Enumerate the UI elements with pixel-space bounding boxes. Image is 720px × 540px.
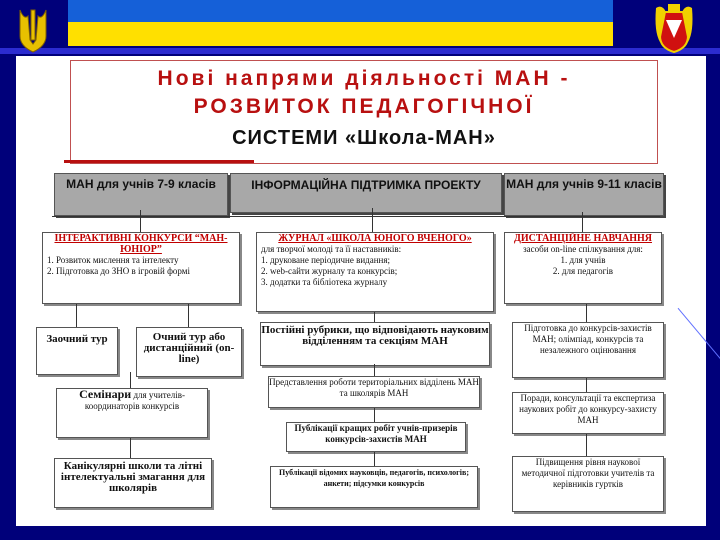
journal-box: ЖУРНАЛ «ШКОЛА ЮНОГО ВЧЕНОГО» для творчої…	[256, 232, 494, 312]
title-underline	[64, 160, 254, 163]
presentation-box: Представлення роботи територіальних відд…	[268, 376, 480, 408]
journal-item: 3. додатки та бібліотека журналу	[261, 277, 388, 287]
contests-item: 1. Розвиток мислення та інтелекту	[47, 255, 179, 265]
distance-item: 2. для педагогів	[552, 266, 614, 276]
connector-top	[52, 216, 660, 217]
journal-item: 2. web-сайти журналу та конкурсів;	[261, 266, 398, 276]
header-stripe	[0, 48, 720, 54]
title-line-3: СИСТЕМИ «Школа-МАН»	[232, 127, 496, 149]
distance-item: 1. для учнів	[560, 255, 606, 265]
connector	[586, 304, 587, 322]
rubrics-box: Постійні рубрики, що відповідають науков…	[260, 322, 490, 366]
connector	[374, 452, 375, 466]
connector	[140, 210, 141, 232]
contests-box: ІНТЕРАКТИВНІ КОНКУРСИ “МАН-ЮНІОР” 1. Роз…	[42, 232, 240, 304]
connector	[374, 364, 375, 376]
header-left: МАН для учнів 7-9 класів	[54, 173, 228, 216]
connector	[586, 378, 587, 392]
connector	[130, 372, 131, 388]
title-box: Нові напрями діяльності МАН - РОЗВИТОК П…	[70, 60, 658, 164]
seminars-text: для учителів-координаторів конкурсів	[84, 390, 185, 411]
connector	[130, 438, 131, 458]
connector	[582, 212, 583, 232]
scientists-box: Публікації відомих науковців, педагогів,…	[270, 466, 478, 508]
journal-intro: для творчої молоді та її наставників:	[261, 244, 402, 254]
contests-item: 2. Підготовка до ЗНО в ігровій формі	[47, 266, 190, 276]
title-line-2: РОЗВИТОК ПЕДАГОГІЧНОЇ	[193, 95, 535, 118]
journal-title: ЖУРНАЛ «ШКОЛА ЮНОГО ВЧЕНОГО»	[278, 233, 472, 244]
connector	[188, 304, 189, 327]
publication-box: Публікації кращих робіт учнів-призерів к…	[286, 422, 466, 452]
distance-box: ДИСТАНЦІЙНЕ НАВЧАННЯ засоби on-line спіл…	[504, 232, 662, 304]
journal-item: 1. друковане періодичне видання;	[261, 255, 391, 265]
distance-intro: засоби on-line спілкування для:	[523, 244, 643, 254]
connector	[374, 408, 375, 422]
title-line-1: Нові напрями діяльності МАН -	[157, 67, 571, 90]
flag-yellow-stripe	[68, 22, 613, 46]
contests-title: ІНТЕРАКТИВНІ КОНКУРСИ “МАН-ЮНІОР”	[54, 233, 228, 255]
connector	[76, 304, 77, 327]
header-center: ІНФОРМАЦІЙНА ПІДТРИМКА ПРОЕКТУ	[230, 173, 502, 213]
trident-icon	[19, 9, 47, 53]
connector	[374, 312, 375, 322]
fulltime-box: Очний тур або дистанційний (on-line)	[136, 327, 242, 377]
connector	[372, 208, 373, 232]
connector	[586, 434, 587, 456]
flag-blue-stripe	[68, 0, 613, 22]
prep-box: Підготовка до конкурсів-захистів МАН; ол…	[512, 322, 664, 378]
header-right: МАН для учнів 9-11 класів	[504, 173, 664, 216]
coat-of-arms-icon	[655, 4, 693, 54]
schools-box: Канікулярні школи та літні інтелектуальн…	[54, 458, 212, 508]
correspondence-box: Заочний тур	[36, 327, 118, 375]
advice-box: Поради, консультації та експертиза науко…	[512, 392, 664, 434]
seminars-box: Семінари для учителів-координаторів конк…	[56, 388, 208, 438]
distance-title: ДИСТАНЦІЙНЕ НАВЧАННЯ	[514, 233, 652, 244]
methods-box: Підвищення рівня наукової методичної під…	[512, 456, 664, 512]
seminars-title: Семінари	[79, 388, 132, 401]
